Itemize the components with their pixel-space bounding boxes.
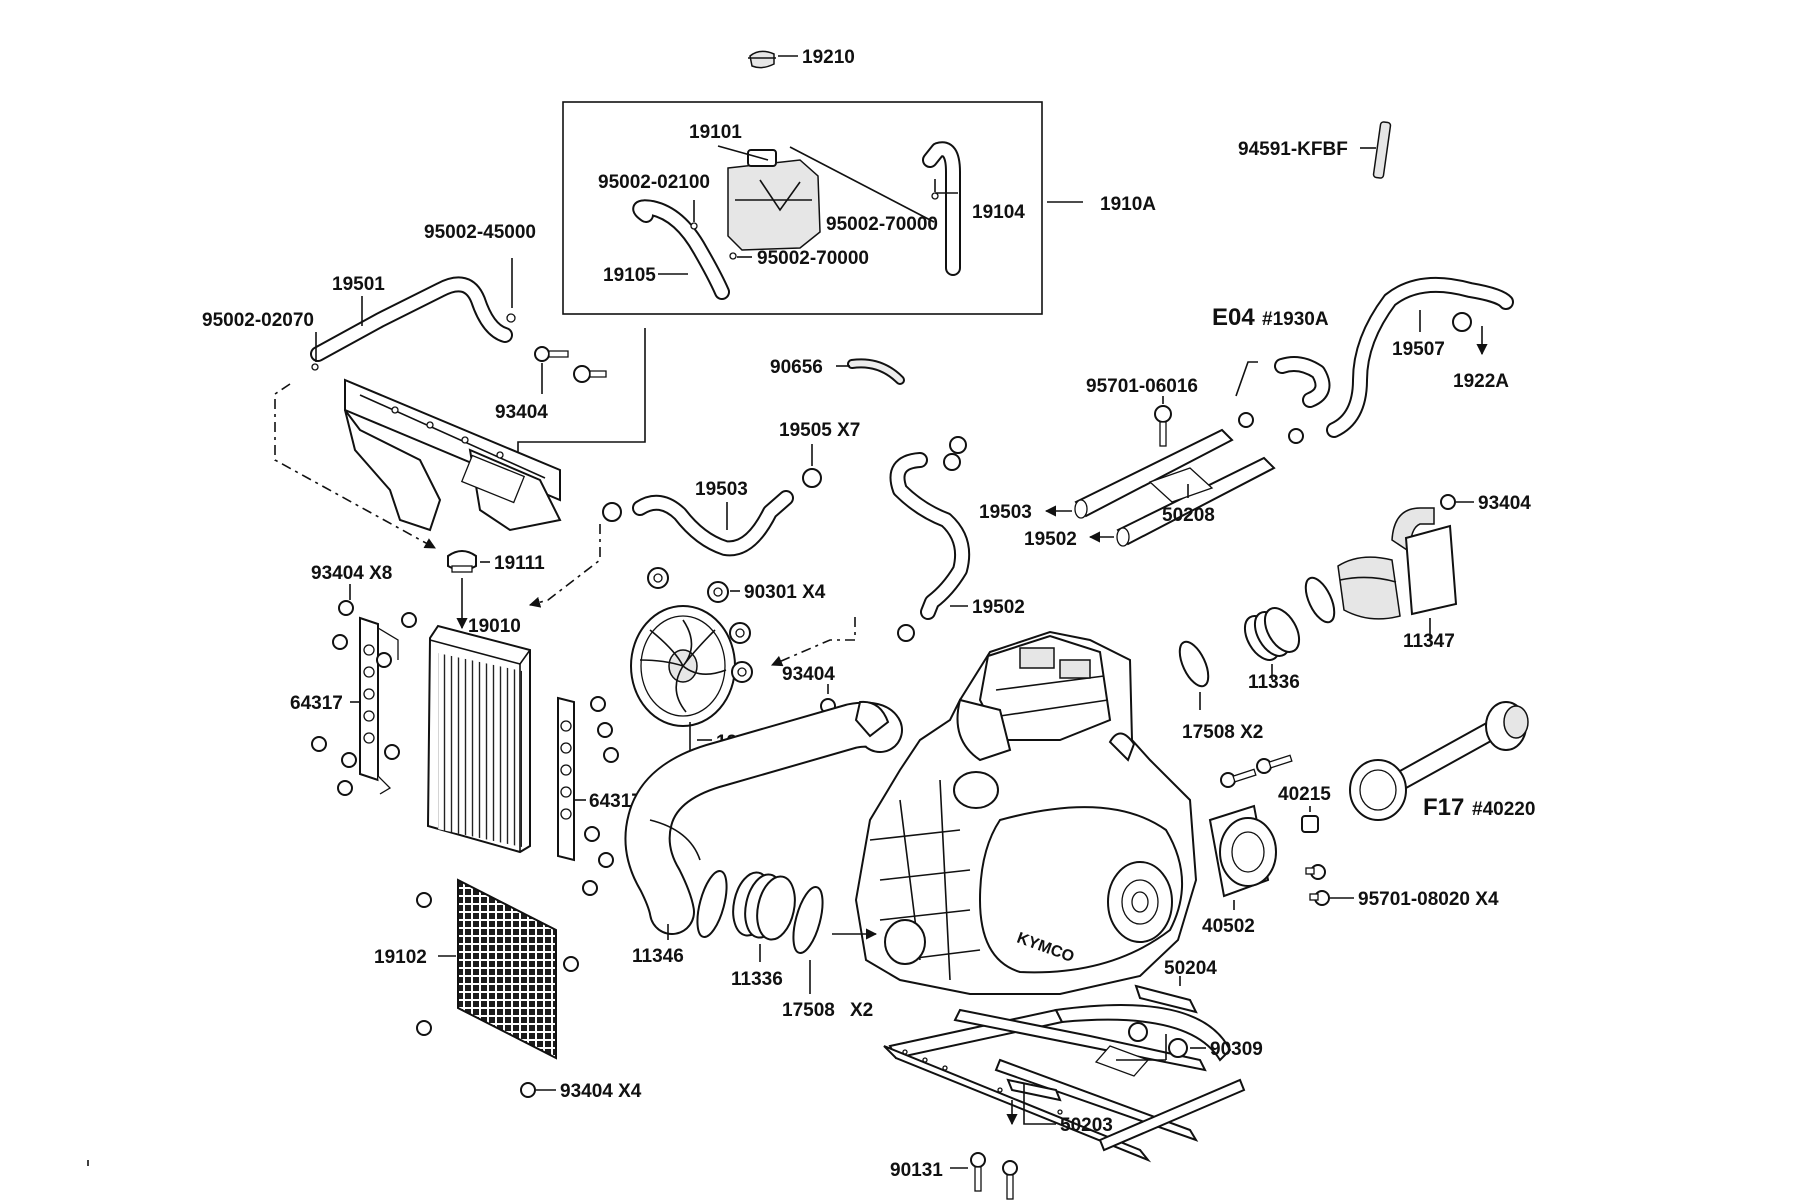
label-f17-ref: F17: [1423, 794, 1464, 821]
label-17508-b: 17508: [782, 1000, 835, 1021]
bolts-95701-08020: [1305, 864, 1330, 906]
bracket-50203: [1006, 1078, 1062, 1102]
label-19210: 19210: [802, 47, 855, 68]
reservoir-kit-frame: [562, 101, 1043, 315]
bolt-95701-06016: [1154, 405, 1172, 447]
label-93404-c: 93404: [782, 664, 835, 685]
bracket-64317-right: [557, 696, 619, 896]
label-93404-b: 93404: [1478, 493, 1531, 514]
label-11346: 11346: [632, 946, 684, 967]
label-40502: 40502: [1202, 916, 1255, 937]
clamps-17508-left: [696, 870, 824, 954]
nuts-90301-x4: [647, 567, 753, 683]
label-93404-x4: 93404 X4: [560, 1081, 642, 1102]
radiator-mesh-guard: [416, 878, 579, 1060]
label-90309: 90309: [1210, 1039, 1263, 1060]
hose-19502-snake: [889, 436, 971, 642]
housing-40502: [1208, 804, 1277, 898]
label-19507: 19507: [1392, 339, 1445, 360]
label-90656: 90656: [770, 357, 823, 378]
label-17508-b-qty: X2: [850, 1000, 873, 1021]
label-50208: 50208: [1162, 505, 1215, 526]
bolt-93404-b: [1440, 494, 1456, 510]
label-17508-a: 17508 X2: [1182, 722, 1263, 743]
label-95002-02070: 95002-02070: [202, 310, 314, 331]
label-f17-num: #40220: [1472, 799, 1535, 820]
label-19503-b: 19503: [979, 502, 1032, 523]
label-11336-a: 11336: [1248, 672, 1300, 693]
radiator: [426, 624, 531, 854]
label-1910A: 1910A: [1100, 194, 1156, 215]
intake-tube-11346: [624, 700, 903, 935]
label-19505-x7: 19505 X7: [779, 420, 860, 441]
hose-19507: [1326, 276, 1514, 438]
clip-90656: [847, 358, 905, 385]
label-19502-a: 19502: [1024, 529, 1077, 550]
label-19101: 19101: [689, 122, 742, 143]
label-95701-06016: 95701-06016: [1086, 376, 1198, 397]
nuts-90309: [1128, 1022, 1188, 1058]
label-93404-a: 93404: [495, 402, 548, 423]
bolt-93404-x4: [520, 1082, 536, 1098]
coolant-pipes-50208: [1074, 428, 1276, 547]
bolt-93404-a: [534, 346, 607, 383]
engine-assembly: KYMCO: [854, 630, 1198, 995]
reservoir-kit-group: 19101 95002-02100 95002-70000 19104 1910…: [562, 101, 1156, 315]
label-1922A: 1922A: [1453, 371, 1509, 392]
label-94591-KFBF: 94591-KFBF: [1238, 139, 1348, 160]
label-95701-08020-x4: 95701-08020 X4: [1358, 889, 1499, 910]
plug-40215: [1301, 815, 1319, 833]
label-95002-70000-a: 95002-70000: [826, 214, 938, 235]
radiator-cap: [447, 550, 477, 573]
bracket-64317-left: [359, 616, 399, 795]
clamps-17508-right: [1178, 576, 1336, 688]
label-50204: 50204: [1164, 958, 1217, 979]
label-e04-num: #1930A: [1262, 309, 1329, 330]
label-19010: 19010: [468, 616, 521, 637]
label-40215: 40215: [1278, 784, 1331, 805]
boot-11336-left: [732, 871, 796, 941]
hose-19501: [310, 276, 516, 371]
warning-label-plate: [1372, 121, 1392, 179]
reservoir-tank: [727, 149, 821, 251]
hose-e04: [1238, 356, 1331, 444]
label-90301-x4: 90301 X4: [744, 582, 826, 603]
driveshaft-f17: [1349, 701, 1529, 821]
bracket-50204: [1134, 984, 1198, 1014]
label-19104: 19104: [972, 202, 1025, 223]
bolts-pair-top: [1220, 754, 1293, 788]
label-19102: 19102: [374, 947, 427, 968]
label-95002-70000-b: 95002-70000: [757, 248, 869, 269]
frame-section-top: [344, 378, 562, 532]
label-95002-02100: 95002-02100: [598, 172, 710, 193]
label-19111: 19111: [494, 553, 545, 574]
label-90131: 90131: [890, 1160, 943, 1181]
label-19502-b: 19502: [972, 597, 1025, 618]
label-19501: 19501: [332, 274, 385, 295]
hose-19503-middle: [602, 468, 822, 557]
air-intake-duct-11347: [1337, 507, 1458, 620]
frame-section-bottom: [883, 1004, 1246, 1163]
label-64317-b: 64317: [589, 791, 642, 812]
label-11336-b: 11336: [731, 969, 783, 990]
boot-11336-right: [1243, 607, 1301, 661]
label-19105: 19105: [603, 265, 656, 286]
label-95002-45000: 95002-45000: [424, 222, 536, 243]
label-19503-a: 19503: [695, 479, 748, 500]
reservoir-cap: [748, 50, 776, 69]
bolts-90131: [970, 1152, 1018, 1200]
label-64317-a: 64317: [290, 693, 343, 714]
bolts-93404-x8: [311, 600, 417, 796]
label-50203: 50203: [1060, 1115, 1113, 1136]
label-11347: 11347: [1403, 631, 1455, 652]
label-e04-ref: E04: [1212, 304, 1255, 331]
label-93404-x8: 93404 X8: [311, 563, 392, 584]
